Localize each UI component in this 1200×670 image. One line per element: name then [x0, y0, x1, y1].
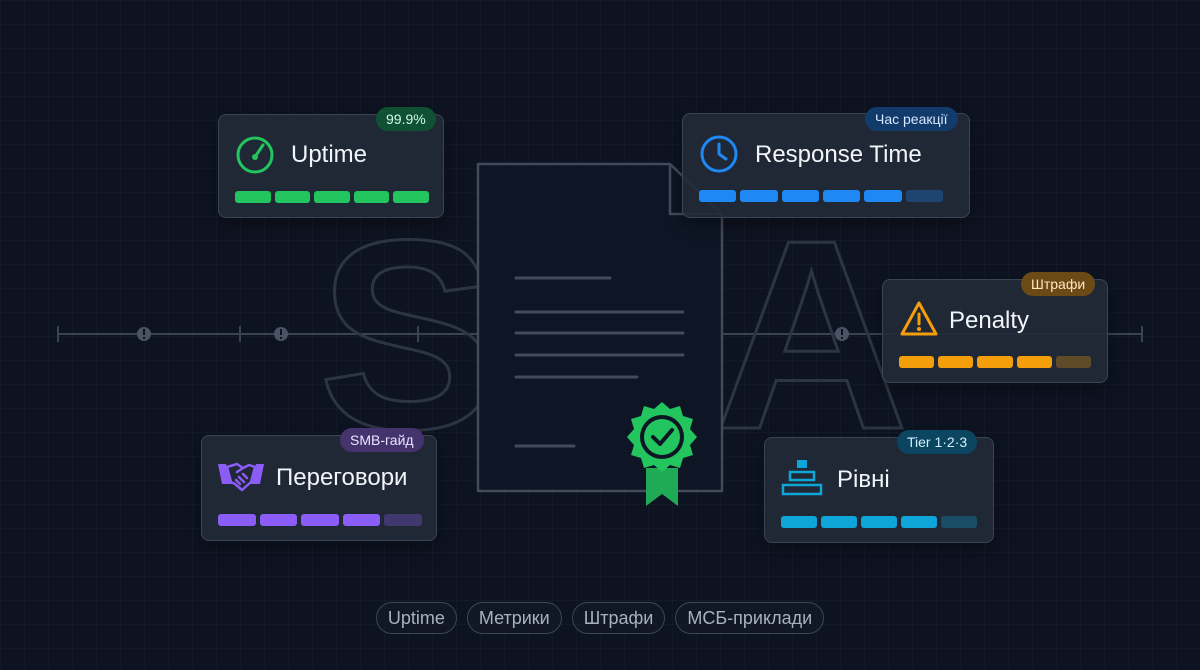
progress-segment-filled: [1016, 356, 1052, 368]
topic-chips: Uptime Метрики Штрафи МСБ-приклади: [0, 602, 1200, 634]
chip-uptime[interactable]: Uptime: [375, 602, 457, 634]
negotiations-progress-bar: [218, 514, 422, 526]
progress-segment-filled: [235, 191, 271, 203]
handshake-icon: [218, 462, 264, 492]
progress-segment-filled: [901, 516, 937, 528]
progress-segment-filled: [301, 514, 339, 526]
timeline-alert-icon: [835, 327, 849, 341]
card-title: Response Time: [755, 141, 922, 168]
progress-segment-filled: [977, 356, 1013, 368]
progress-segment-filled: [342, 514, 381, 526]
progress-segment-filled: [821, 516, 857, 528]
penalty-progress-bar: [899, 356, 1092, 368]
uptime-card[interactable]: Uptime: [218, 114, 444, 218]
progress-segment-empty: [384, 514, 422, 526]
tiers-badge: Tier 1·2·3: [897, 430, 978, 454]
card-title: Рівні: [837, 466, 890, 493]
progress-segment-filled: [938, 356, 974, 368]
timeline-alert-icon: [137, 327, 151, 341]
progress-segment-filled: [699, 190, 737, 202]
timeline-alert-icon: [274, 327, 288, 341]
progress-segment-filled: [274, 191, 311, 203]
clock-icon: [700, 135, 738, 173]
chip-metrics[interactable]: Метрики: [466, 602, 562, 634]
progress-segment-filled: [314, 191, 350, 203]
progress-segment-filled: [353, 191, 390, 203]
progress-segment-empty: [941, 516, 977, 528]
progress-segment-filled: [781, 516, 817, 528]
uptime-badge: 99.9%: [376, 107, 436, 131]
sla-letter-a: A: [714, 185, 909, 486]
negotiations-card[interactable]: Переговори: [201, 435, 437, 541]
chip-smb-examples[interactable]: МСБ-приклади: [675, 602, 825, 634]
tiers-card[interactable]: Рівні: [764, 437, 994, 543]
tiers-progress-bar: [781, 516, 977, 528]
penalty-card[interactable]: Penalty: [882, 279, 1108, 383]
penalty-badge: Штрафи: [1021, 272, 1096, 296]
card-title: Переговори: [276, 464, 408, 491]
progress-segment-filled: [218, 514, 256, 526]
progress-segment-filled: [822, 190, 861, 202]
card-title: Penalty: [949, 307, 1030, 334]
progress-segment-filled: [899, 356, 935, 368]
progress-segment-filled: [864, 190, 902, 202]
tiers-icon: [781, 460, 823, 496]
progress-segment-filled: [259, 514, 298, 526]
warning-icon: [900, 301, 938, 336]
progress-segment-filled: [740, 190, 778, 202]
card-title: Uptime: [291, 141, 368, 168]
negotiations-badge: SMB-гайд: [340, 428, 424, 452]
progress-segment-empty: [1055, 356, 1092, 368]
response-time-badge: Час реакції: [865, 107, 958, 131]
chip-penalties[interactable]: Штрафи: [571, 602, 666, 634]
progress-segment-filled: [781, 190, 819, 202]
progress-segment-filled: [861, 516, 897, 528]
progress-segment-filled: [393, 191, 429, 203]
progress-segment-empty: [905, 190, 943, 202]
uptime-progress-bar: [235, 191, 429, 203]
response-time-progress-bar: [699, 190, 943, 202]
gauge-icon: [236, 136, 274, 174]
verified-seal-icon: [627, 402, 697, 506]
